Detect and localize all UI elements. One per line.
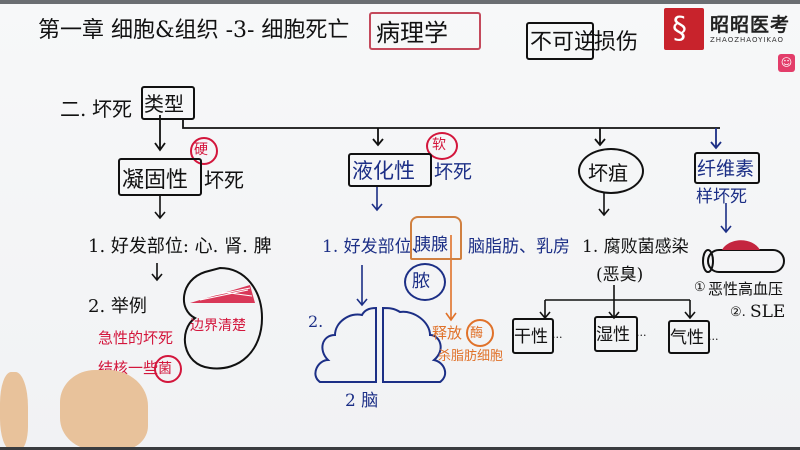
injury-label: 损伤 (594, 30, 639, 55)
dry-gangrene-label: 干性 (514, 327, 548, 347)
title-highlight-box (369, 12, 481, 50)
chapter-title: 第一章 细胞&组织 -3- 细胞死亡 (38, 18, 350, 43)
soft-annotation-circle (426, 132, 458, 160)
brand-name: 昭昭医考 (710, 14, 791, 36)
snake-staff-icon: § (664, 8, 704, 50)
gangrene-point1-sub: (恶臭) (596, 265, 644, 285)
bottom-edge (0, 447, 800, 450)
liquefactive-box (348, 153, 432, 187)
brand-pinyin: ZHAOZHAOYIKAO (710, 36, 785, 44)
sle-label: SLE (750, 302, 786, 322)
hard-annotation: 硬 (194, 142, 208, 158)
gangrene-label: 坏疽 (588, 161, 628, 185)
example-red-line1: 急性的坏死 (98, 329, 174, 347)
section-number: 二. (60, 97, 87, 121)
bacteria-label: 菌 (158, 361, 172, 377)
irreversible-label: 不可逆 (530, 30, 597, 55)
wet-gangrene-label: 湿性 (596, 325, 630, 345)
gas-gangrene-trail: ... (708, 330, 719, 343)
type-label: 类型 (144, 92, 184, 116)
coagulative-label: 凝固性 (122, 168, 189, 193)
brain-circle (404, 263, 446, 301)
hard-annotation-circle (190, 137, 218, 165)
liquefactive-label: 液化性 (352, 159, 415, 183)
enzyme-label: 酶 (470, 326, 484, 341)
malignant-hypertension: 恶性高血压 (708, 280, 784, 298)
gas-gangrene-box (668, 320, 710, 354)
item1-marker: ① (694, 280, 706, 295)
coagulative-point2: 2. 举例 (88, 296, 147, 317)
presenter-hand (60, 370, 148, 450)
dry-gangrene-box (512, 318, 554, 354)
brand-logo: § 昭昭医考 ZHAOZHAOYIKAO (664, 8, 792, 52)
type-box (141, 86, 195, 120)
presenter-hand-left (0, 372, 28, 450)
liquefactive-point2: 2. (308, 312, 324, 331)
fat-cell-note: 杀脂肪细胞 (438, 349, 504, 364)
irreversible-box (526, 22, 594, 60)
soft-annotation: 软 (432, 137, 446, 153)
liquefactive-organs: 脑脂肪、乳房 (468, 237, 570, 257)
coagulative-suffix: 坏死 (204, 168, 244, 192)
section-label: 坏死 (92, 97, 132, 121)
wet-gangrene-box (594, 316, 638, 352)
gangrene-point1: 1. 腐败菌感染 (582, 237, 689, 257)
release-note: 释放 (432, 324, 463, 342)
dry-gangrene-trail: ... (552, 328, 563, 341)
fibrinoid-suffix: 样坏死 (696, 187, 747, 207)
mascot-icon: ☺ (778, 54, 795, 72)
fibrinoid-box (694, 152, 760, 184)
fibrinoid-label: 纤维素 (697, 158, 755, 180)
liquefactive-point1: 1. 好发部位、 (322, 237, 429, 257)
brain-diagram-label: 2 脑 (345, 391, 379, 411)
pancreas-box (410, 216, 462, 260)
subject-label: 病理学 (376, 19, 448, 47)
enzyme-circle (466, 319, 494, 347)
liquefactive-suffix: 坏死 (434, 161, 473, 183)
gangrene-circle (578, 148, 644, 194)
top-edge (0, 0, 800, 4)
brain-char: 脓 (412, 271, 430, 292)
coagulative-box (118, 158, 202, 196)
wet-gangrene-trail: ... (636, 326, 647, 339)
clear-border-label: 边界清楚 (190, 318, 246, 334)
coagulative-point1: 1. 好发部位: 心. 肾. 脾 (88, 236, 272, 257)
pancreas-label: 胰腺 (414, 235, 448, 255)
bacteria-circle (154, 355, 182, 383)
item2-marker: ②. (730, 305, 746, 320)
gas-gangrene-label: 气性 (670, 328, 704, 348)
